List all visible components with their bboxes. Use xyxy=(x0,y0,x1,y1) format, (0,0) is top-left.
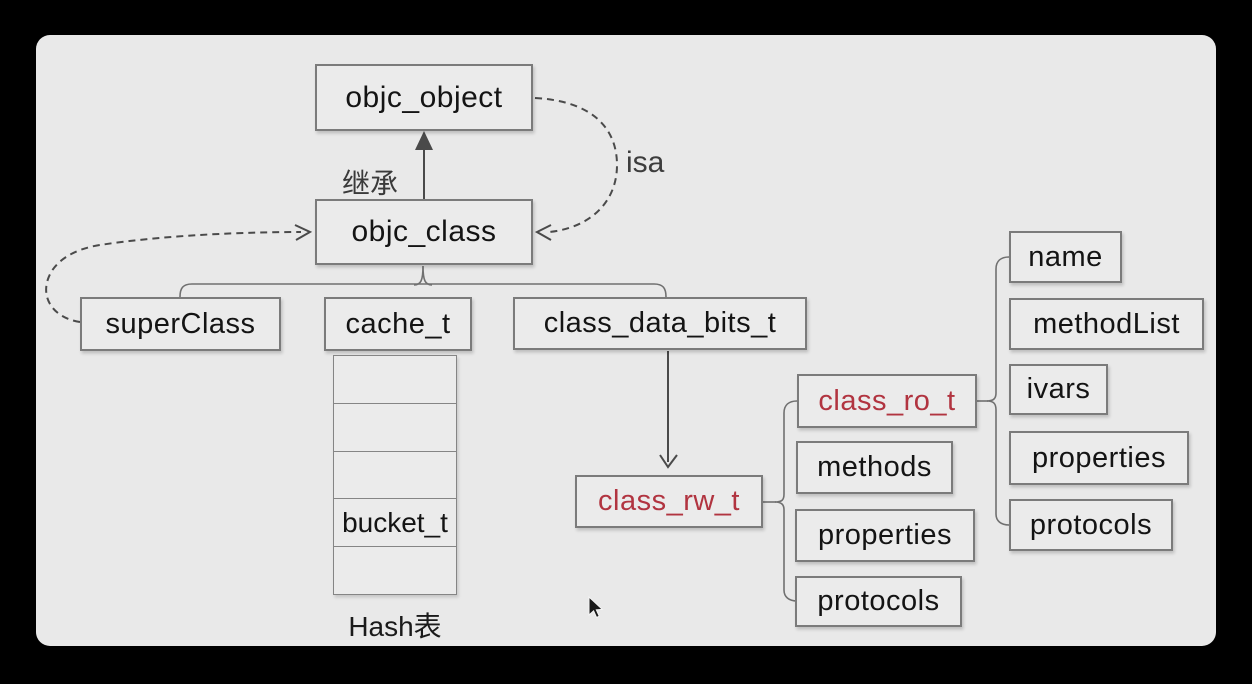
node-protocols-ro: protocols xyxy=(1009,499,1173,551)
node-superclass: superClass xyxy=(80,297,281,351)
isa-label: isa xyxy=(626,146,665,179)
node-properties-rw: properties xyxy=(795,509,975,562)
hash-table-cell xyxy=(334,404,456,452)
node-class-rw-t: class_rw_t xyxy=(575,475,763,528)
node-objc-object: objc_object xyxy=(315,64,533,131)
mouse-cursor-icon xyxy=(588,595,604,619)
node-methodlist: methodList xyxy=(1009,298,1204,350)
node-class-ro-t: class_ro_t xyxy=(797,374,977,428)
node-properties-ro: properties xyxy=(1009,431,1189,485)
node-class-data-bits-t: class_data_bits_t xyxy=(513,297,807,350)
node-methods: methods xyxy=(796,441,953,494)
hash-table-label: Hash表 xyxy=(348,611,442,642)
hash-table-cell xyxy=(334,547,456,594)
hash-table-cell-bucket-t: bucket_t xyxy=(334,499,456,548)
inheritance-label: 继承 xyxy=(342,168,399,199)
node-name: name xyxy=(1009,231,1122,283)
cache-hash-table: bucket_t xyxy=(333,355,457,595)
node-objc-class: objc_class xyxy=(315,199,533,265)
node-protocols-rw: protocols xyxy=(795,576,962,627)
node-cache-t: cache_t xyxy=(324,297,472,351)
node-ivars: ivars xyxy=(1009,364,1108,415)
hash-table-cell xyxy=(334,356,456,404)
hash-table-cell xyxy=(334,452,456,500)
